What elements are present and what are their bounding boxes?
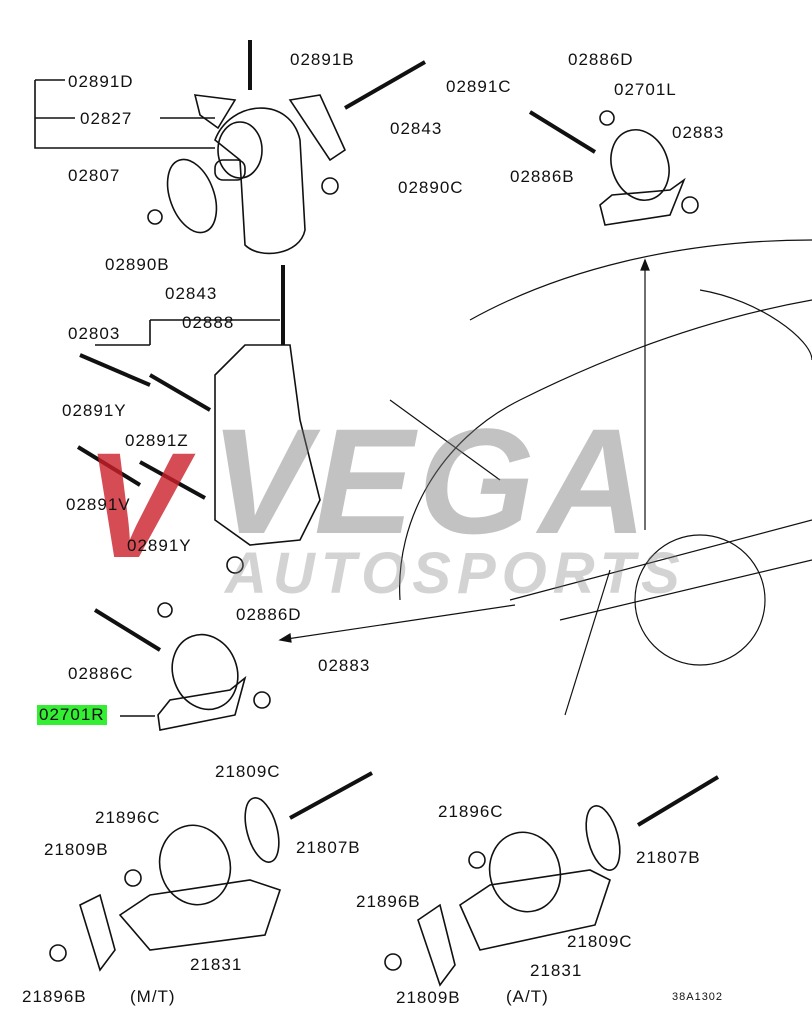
part-label-21807B[interactable]: 21807B bbox=[296, 838, 361, 857]
part-label-02807[interactable]: 02807 bbox=[68, 166, 121, 185]
at-mount-21831 bbox=[384, 775, 720, 987]
part-label-02886D[interactable]: 02886D bbox=[236, 605, 302, 624]
part-label-21831[interactable]: 21831 bbox=[530, 961, 583, 980]
part-label-02891Y[interactable]: 02891Y bbox=[62, 401, 127, 420]
part-label-02891D[interactable]: 02891D bbox=[68, 72, 134, 91]
engine-mount-02701L bbox=[528, 110, 699, 226]
part-label-21809C[interactable]: 21809C bbox=[567, 932, 633, 951]
watermark-autosports: AUTOSPORTS bbox=[225, 541, 686, 606]
part-label-02843[interactable]: 02843 bbox=[390, 119, 443, 138]
part-label-02701R-highlighted[interactable]: 02701R bbox=[37, 705, 107, 725]
part-label-02886B[interactable]: 02886B bbox=[510, 167, 575, 186]
part-label-02891Y[interactable]: 02891Y bbox=[127, 536, 192, 555]
variant-label-at: (A/T) bbox=[506, 987, 549, 1006]
part-label-02803[interactable]: 02803 bbox=[68, 324, 121, 343]
part-label-02827[interactable]: 02827 bbox=[80, 109, 133, 128]
part-label-02891V[interactable]: 02891V bbox=[66, 495, 131, 514]
part-label-21896B[interactable]: 21896B bbox=[22, 987, 87, 1006]
part-label-02888[interactable]: 02888 bbox=[182, 313, 235, 332]
part-label-02883[interactable]: 02883 bbox=[318, 656, 371, 675]
part-label-21896C[interactable]: 21896C bbox=[95, 808, 161, 827]
part-label-02886D[interactable]: 02886D bbox=[568, 50, 634, 69]
mt-mount-21831 bbox=[49, 771, 373, 972]
diagram-reference-code: 38A1302 bbox=[672, 991, 724, 1003]
part-label-02891B[interactable]: 02891B bbox=[290, 50, 355, 69]
part-label-02883[interactable]: 02883 bbox=[672, 123, 725, 142]
part-label-02891Z[interactable]: 02891Z bbox=[125, 431, 189, 450]
engine-mount-02701R bbox=[93, 602, 271, 731]
part-label-02886C[interactable]: 02886C bbox=[68, 664, 134, 683]
variant-label-mt: (M/T) bbox=[130, 987, 176, 1006]
part-label-21831[interactable]: 21831 bbox=[190, 955, 243, 974]
part-label-02843[interactable]: 02843 bbox=[165, 284, 218, 303]
part-label-02701L[interactable]: 02701L bbox=[614, 80, 677, 99]
part-label-21809B[interactable]: 21809B bbox=[396, 988, 461, 1007]
part-label-02890C[interactable]: 02890C bbox=[398, 178, 464, 197]
part-label-21807B[interactable]: 21807B bbox=[636, 848, 701, 867]
part-label-21809B[interactable]: 21809B bbox=[44, 840, 109, 859]
vehicle-outline bbox=[278, 239, 812, 716]
transmission-bracket-02803 bbox=[76, 265, 321, 574]
part-label-21896B[interactable]: 21896B bbox=[356, 892, 421, 911]
part-label-21896C[interactable]: 21896C bbox=[438, 802, 504, 821]
watermark-vega: VEGA bbox=[210, 397, 652, 565]
watermark-logo-mark: V bbox=[85, 421, 186, 589]
part-label-02891C[interactable]: 02891C bbox=[446, 77, 512, 96]
part-label-02890B[interactable]: 02890B bbox=[105, 255, 170, 274]
part-label-21809C[interactable]: 21809C bbox=[215, 762, 281, 781]
engine-mount-bracket-02807 bbox=[34, 40, 426, 255]
